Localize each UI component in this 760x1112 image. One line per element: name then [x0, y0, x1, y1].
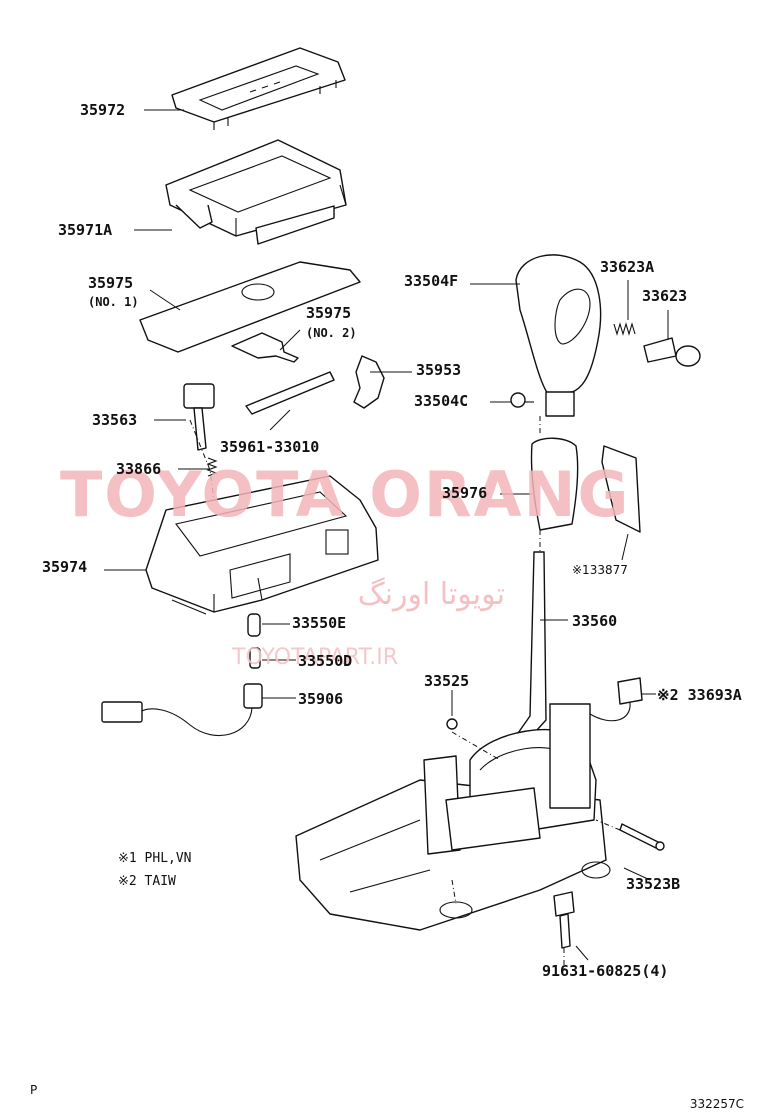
- sensor-33693A: [589, 677, 643, 722]
- label-35961-33010: 35961-33010: [220, 438, 319, 456]
- wire-harness-35906: [101, 683, 263, 736]
- clip-35953: [353, 355, 385, 409]
- label-35975-no1-sub: (NO. 1): [88, 295, 139, 309]
- label-33623A: 33623A: [600, 258, 654, 276]
- small-plate-35975-no2: [231, 332, 299, 363]
- watermark-site: TOYOTAPART.IR: [231, 645, 398, 670]
- label-35976: 35976: [442, 484, 487, 502]
- bolt-91631: [553, 891, 575, 949]
- cover-strip-35975-no1: [139, 261, 361, 353]
- indicator-housing-35974: [145, 475, 379, 615]
- pin-33550E: [247, 613, 261, 637]
- label-35906: 35906: [298, 690, 343, 708]
- spring-33866: [206, 457, 218, 477]
- shift-button-33563: [183, 383, 215, 451]
- label-133877: ※133877: [572, 563, 628, 577]
- label-33693A: ※2 33693A: [657, 686, 742, 704]
- figure-code: 332257C: [690, 1097, 744, 1111]
- indicator-plate-35972: [171, 47, 346, 130]
- label-33866: 33866: [116, 460, 161, 478]
- watermark-brand: TOYOTA ORANG: [60, 458, 630, 531]
- console-housing-35971A: [165, 139, 347, 245]
- label-35975-no1: 35975: [88, 274, 133, 292]
- label-33504F: 33504F: [404, 272, 458, 290]
- pin-33523B: [619, 823, 665, 851]
- corner-letter: P: [30, 1083, 37, 1097]
- note-taiw: ※2 TAIW: [118, 874, 176, 889]
- shift-base-assembly: [295, 703, 611, 931]
- label-33525: 33525: [424, 672, 469, 690]
- shift-lever-33560: [515, 551, 547, 741]
- label-33623: 33623: [642, 287, 687, 305]
- label-35975-no2-sub: (NO. 2): [306, 326, 357, 340]
- leader-lines: [104, 109, 669, 970]
- knob-boot-35976: [530, 437, 579, 531]
- note-phl-vn: ※1 PHL,VN: [118, 851, 192, 866]
- label-33523B: 33523B: [626, 875, 680, 893]
- label-33504C: 33504C: [414, 392, 468, 410]
- label-35953: 35953: [416, 361, 461, 379]
- label-35972: 35972: [80, 101, 125, 119]
- label-33550E: 33550E: [292, 614, 346, 632]
- watermark-persian: تویوتا اورنگ: [358, 577, 505, 612]
- label-33550D: 33550D: [298, 652, 352, 670]
- label-91631-60825: 91631-60825(4): [542, 962, 668, 980]
- shift-knob-33504F: [515, 254, 602, 417]
- label-tag-133877: [601, 445, 641, 533]
- label-35974: 35974: [42, 558, 87, 576]
- label-33560: 33560: [572, 612, 617, 630]
- label-35975-no2: 35975: [306, 304, 351, 322]
- label-33563: 33563: [92, 411, 137, 429]
- label-35971A: 35971A: [58, 221, 112, 239]
- spring-33623A: [613, 322, 636, 336]
- guide-strip-35961: [245, 371, 335, 415]
- screw-33504C: [510, 392, 534, 408]
- pin-33550D: [249, 647, 261, 669]
- bulb-33623: [643, 337, 701, 367]
- washer-33525: [446, 718, 458, 730]
